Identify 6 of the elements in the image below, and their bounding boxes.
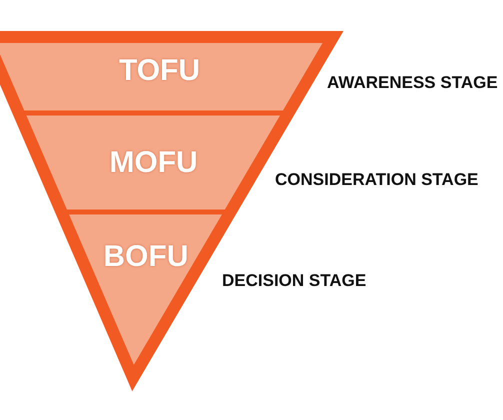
stage-label: DECISION STAGE [222, 271, 366, 291]
stage-label: AWARENESS STAGE [327, 73, 498, 93]
stage-abbreviation: BOFU [103, 240, 188, 275]
stage-label: CONSIDERATION STAGE [275, 170, 478, 190]
stage-abbreviation: MOFU [109, 146, 198, 181]
stage-abbreviation: TOFU [118, 54, 200, 89]
